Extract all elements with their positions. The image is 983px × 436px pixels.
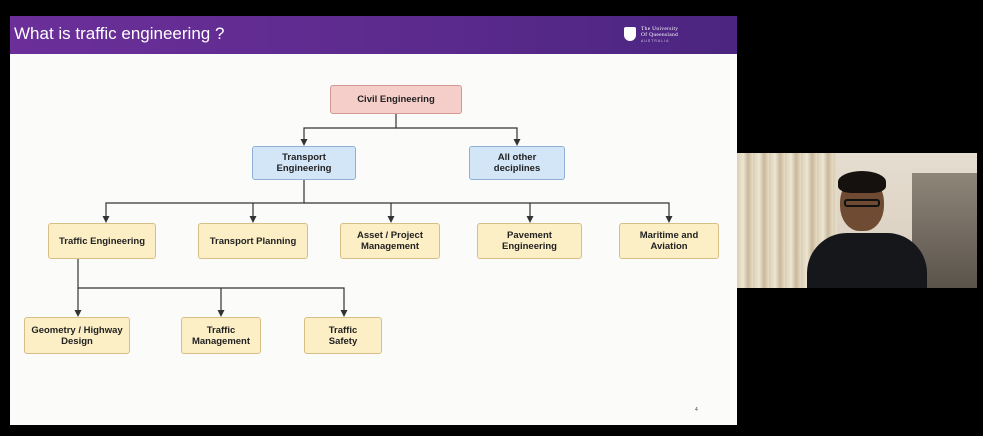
- logo-text: The University Of Queensland: [641, 26, 678, 38]
- arrow-pavement: [526, 216, 534, 223]
- presentation-slide: What is traffic engineering ? The Univer…: [10, 16, 737, 425]
- arrow-traffic: [102, 216, 110, 223]
- presenter-video: [737, 153, 977, 288]
- arrow-maritime: [665, 216, 673, 223]
- glasses-icon: [844, 199, 880, 207]
- node-pavement-engineering: Pavement Engineering: [477, 223, 582, 259]
- presenter-icon: [807, 167, 927, 288]
- node-transport-engineering: Transport Engineering: [252, 146, 356, 180]
- connector-traffic-safety: [77, 259, 345, 314]
- node-traffic-safety: Traffic Safety: [304, 317, 382, 354]
- connector-root-transport: [303, 114, 397, 143]
- node-all-other-deciplines: All other deciplines: [469, 146, 565, 180]
- arrow-management: [217, 310, 225, 317]
- arrow-geometry: [74, 310, 82, 317]
- slide-title: What is traffic engineering ?: [14, 24, 225, 43]
- presenter-hair: [838, 171, 886, 193]
- arrow-other: [513, 139, 521, 146]
- node-transport-planning: Transport Planning: [198, 223, 308, 259]
- arrow-transport: [300, 139, 308, 146]
- node-geometry-highway-design: Geometry / Highway Design: [24, 317, 130, 354]
- presenter-torso: [807, 233, 927, 288]
- node-traffic-engineering: Traffic Engineering: [48, 223, 156, 259]
- logo-line-3: AUSTRALIA: [641, 39, 670, 43]
- node-asset-project-management: Asset / Project Management: [340, 223, 440, 259]
- university-logo: The University Of Queensland AUSTRALIA: [624, 26, 704, 48]
- connector-root-other: [396, 127, 518, 143]
- node-maritime-and-aviation: Maritime and Aviation: [619, 223, 719, 259]
- node-civil-engineering: Civil Engineering: [330, 85, 462, 114]
- slide-page-number: 4: [695, 407, 698, 413]
- node-traffic-management: Traffic Management: [181, 317, 261, 354]
- arrow-asset: [387, 216, 395, 223]
- arrow-safety: [340, 310, 348, 317]
- hierarchy-connectors: [74, 114, 673, 317]
- crest-icon: [624, 27, 636, 41]
- logo-line-2: Of Queensland: [641, 32, 679, 38]
- connector-transport-maritime: [304, 202, 670, 220]
- logo-line-1: The University: [641, 26, 679, 32]
- slide-header: What is traffic engineering ? The Univer…: [10, 16, 737, 54]
- arrow-planning: [249, 216, 257, 223]
- connector-transport-traffic: [105, 180, 305, 220]
